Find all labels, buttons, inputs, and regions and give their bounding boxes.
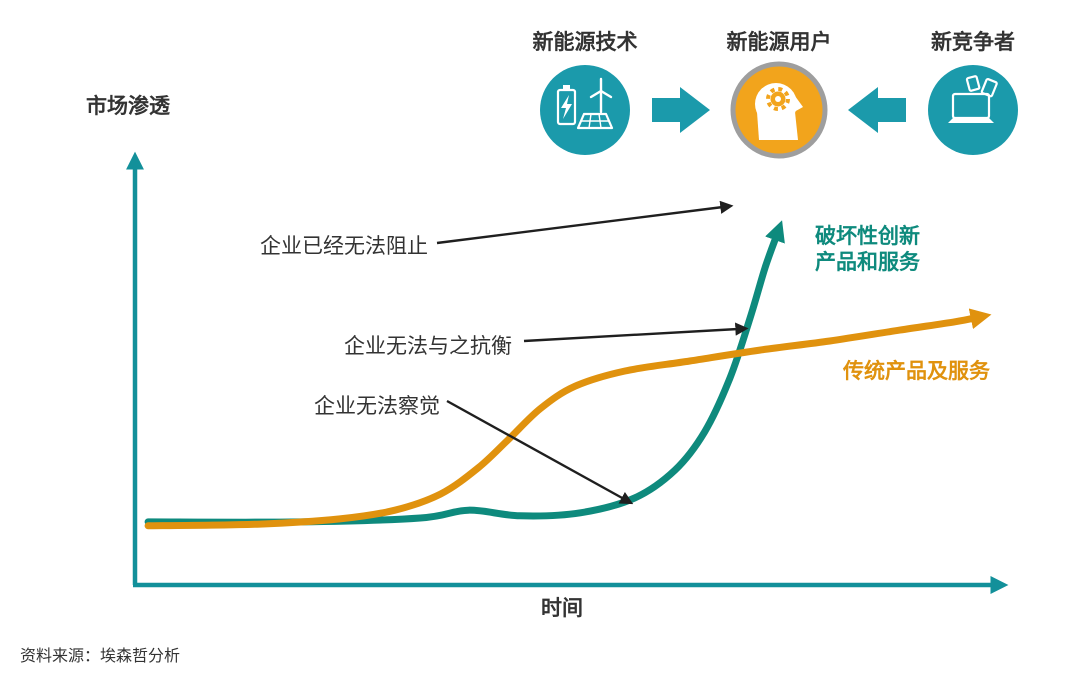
new-energy-user-icon xyxy=(730,61,828,159)
traditional-curve-label: 传统产品及服务 xyxy=(843,360,990,383)
curves-layer xyxy=(126,151,1009,594)
laptop-icon xyxy=(948,92,994,123)
wind-turbine-icon xyxy=(589,77,613,114)
disruptive-curve-label: 破坏性创新 产品和服务 xyxy=(815,225,920,274)
curve-orange_curve xyxy=(144,308,992,530)
solar-panel-icon xyxy=(576,112,614,130)
top-label-new-competitor: 新竞争者 xyxy=(931,31,1015,54)
competitor-circle xyxy=(928,65,1018,155)
annotation-arrow xyxy=(523,322,749,343)
battery-icon xyxy=(556,85,577,126)
flow-arrow-left-icon xyxy=(848,87,906,133)
annotation-cannot-detect: 企业无法察觉 xyxy=(314,395,440,418)
x-axis-label: 时间 xyxy=(541,597,583,620)
y-axis-label: 市场渗透 xyxy=(86,95,170,118)
flow-arrow-right-icon xyxy=(652,87,710,133)
new-energy-tech-icon xyxy=(540,65,630,155)
top-label-new-energy-tech: 新能源技术 xyxy=(532,31,638,54)
annotation-cannot-stop: 企业已经无法阻止 xyxy=(260,235,428,258)
top-label-new-energy-user: 新能源用户 xyxy=(726,31,832,54)
curve-teal_curve xyxy=(144,220,785,526)
source-note: 资料来源：埃森哲分析 xyxy=(20,648,181,665)
annotation-arrow xyxy=(446,399,634,505)
annotation-arrow xyxy=(436,200,734,245)
new-competitor-icon xyxy=(928,65,1018,155)
gear-icon xyxy=(766,87,790,111)
tech-circle xyxy=(540,65,630,155)
device-cards-icon xyxy=(965,75,998,98)
annotation-cannot-compete: 企业无法与之抗衡 xyxy=(344,335,512,358)
